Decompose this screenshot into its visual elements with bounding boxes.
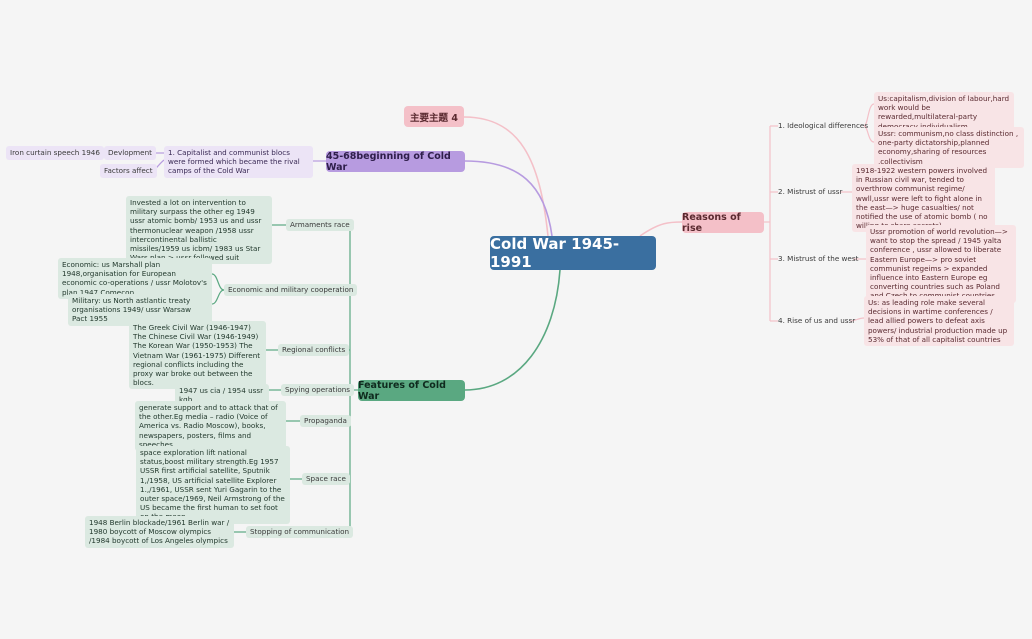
reason-label-3[interactable]: 3. Mistrust of the west	[778, 254, 859, 264]
link-economic-note	[211, 273, 225, 291]
beginning-note[interactable]: 1. Capitalist and communist blocs were f…	[164, 146, 313, 178]
reason-note-3[interactable]: Ussr promotion of world revolution—> wan…	[866, 225, 1016, 303]
reason-label-4[interactable]: 4. Rise of us and ussr	[778, 316, 856, 326]
factors-affect-label[interactable]: Factors affect	[100, 164, 157, 178]
feature-note-spying[interactable]: 1947 us cia / 1954 ussr kgb	[175, 384, 269, 407]
feature-note-armaments[interactable]: Invested a lot on intervention to milita…	[126, 196, 272, 265]
link-military-note	[211, 289, 225, 305]
reason-note-1b[interactable]: Ussr: communism,no class distinction , o…	[874, 127, 1024, 168]
topic-reasons-of-rise[interactable]: Reasons of rise	[682, 212, 764, 234]
reason-note-1a[interactable]: Us:capitalism,division of labour,hard wo…	[874, 92, 1014, 133]
reason-note-4[interactable]: Us: as leading role make several decisio…	[864, 296, 1014, 347]
feature-label-spying[interactable]: Spying operations	[281, 384, 355, 396]
feature-label-space[interactable]: Space race	[302, 473, 350, 485]
feature-note-communication[interactable]: 1948 Berlin blockade/1961 Berlin war / 1…	[85, 516, 234, 548]
feature-note-space[interactable]: space exploration lift national status,b…	[136, 446, 290, 524]
devlopment-label[interactable]: Devlopment	[104, 146, 156, 160]
topic-features-of-cold-war[interactable]: Features of Cold War	[358, 380, 465, 402]
iron-curtain-label[interactable]: Iron curtain speech 1946	[6, 146, 104, 160]
link-topic4	[463, 116, 549, 237]
feature-note-regional[interactable]: The Greek Civil War (1946-1947) The Chin…	[129, 321, 266, 390]
topic-4[interactable]: 主要主题 4	[404, 106, 464, 127]
feature-note-economic[interactable]: Economic: us Marshall plan 1948,organisa…	[58, 258, 212, 299]
reason-label-1[interactable]: 1. Ideological differences	[778, 121, 869, 131]
feature-note-propaganda[interactable]: generate support and to attack that of t…	[135, 401, 286, 452]
link-beginning	[464, 160, 553, 237]
link-reason-1b	[863, 125, 875, 143]
feature-label-armaments[interactable]: Armaments race	[286, 219, 354, 231]
feature-label-communication[interactable]: Stopping of communication	[246, 526, 354, 538]
link-features	[464, 269, 561, 391]
link-reason-1a	[863, 103, 875, 127]
topic-beginning-of-cold-war[interactable]: 45-68beginning of Cold War	[326, 151, 465, 173]
feature-label-propaganda[interactable]: Propaganda	[300, 415, 351, 427]
feature-note-military[interactable]: Military: us North astlantic treaty orga…	[68, 294, 212, 326]
central-topic[interactable]: Cold War 1945-1991	[490, 235, 656, 271]
link-reasons	[639, 221, 683, 237]
feature-label-regional[interactable]: Regional conflicts	[278, 344, 350, 356]
reason-note-2[interactable]: 1918-1922 western powers involved in Rus…	[852, 164, 995, 233]
feature-label-economic-military[interactable]: Economic and military cooperation	[224, 284, 358, 296]
link-reason-4	[849, 317, 865, 322]
reason-label-2[interactable]: 2. Mistrust of ussr	[778, 187, 843, 197]
